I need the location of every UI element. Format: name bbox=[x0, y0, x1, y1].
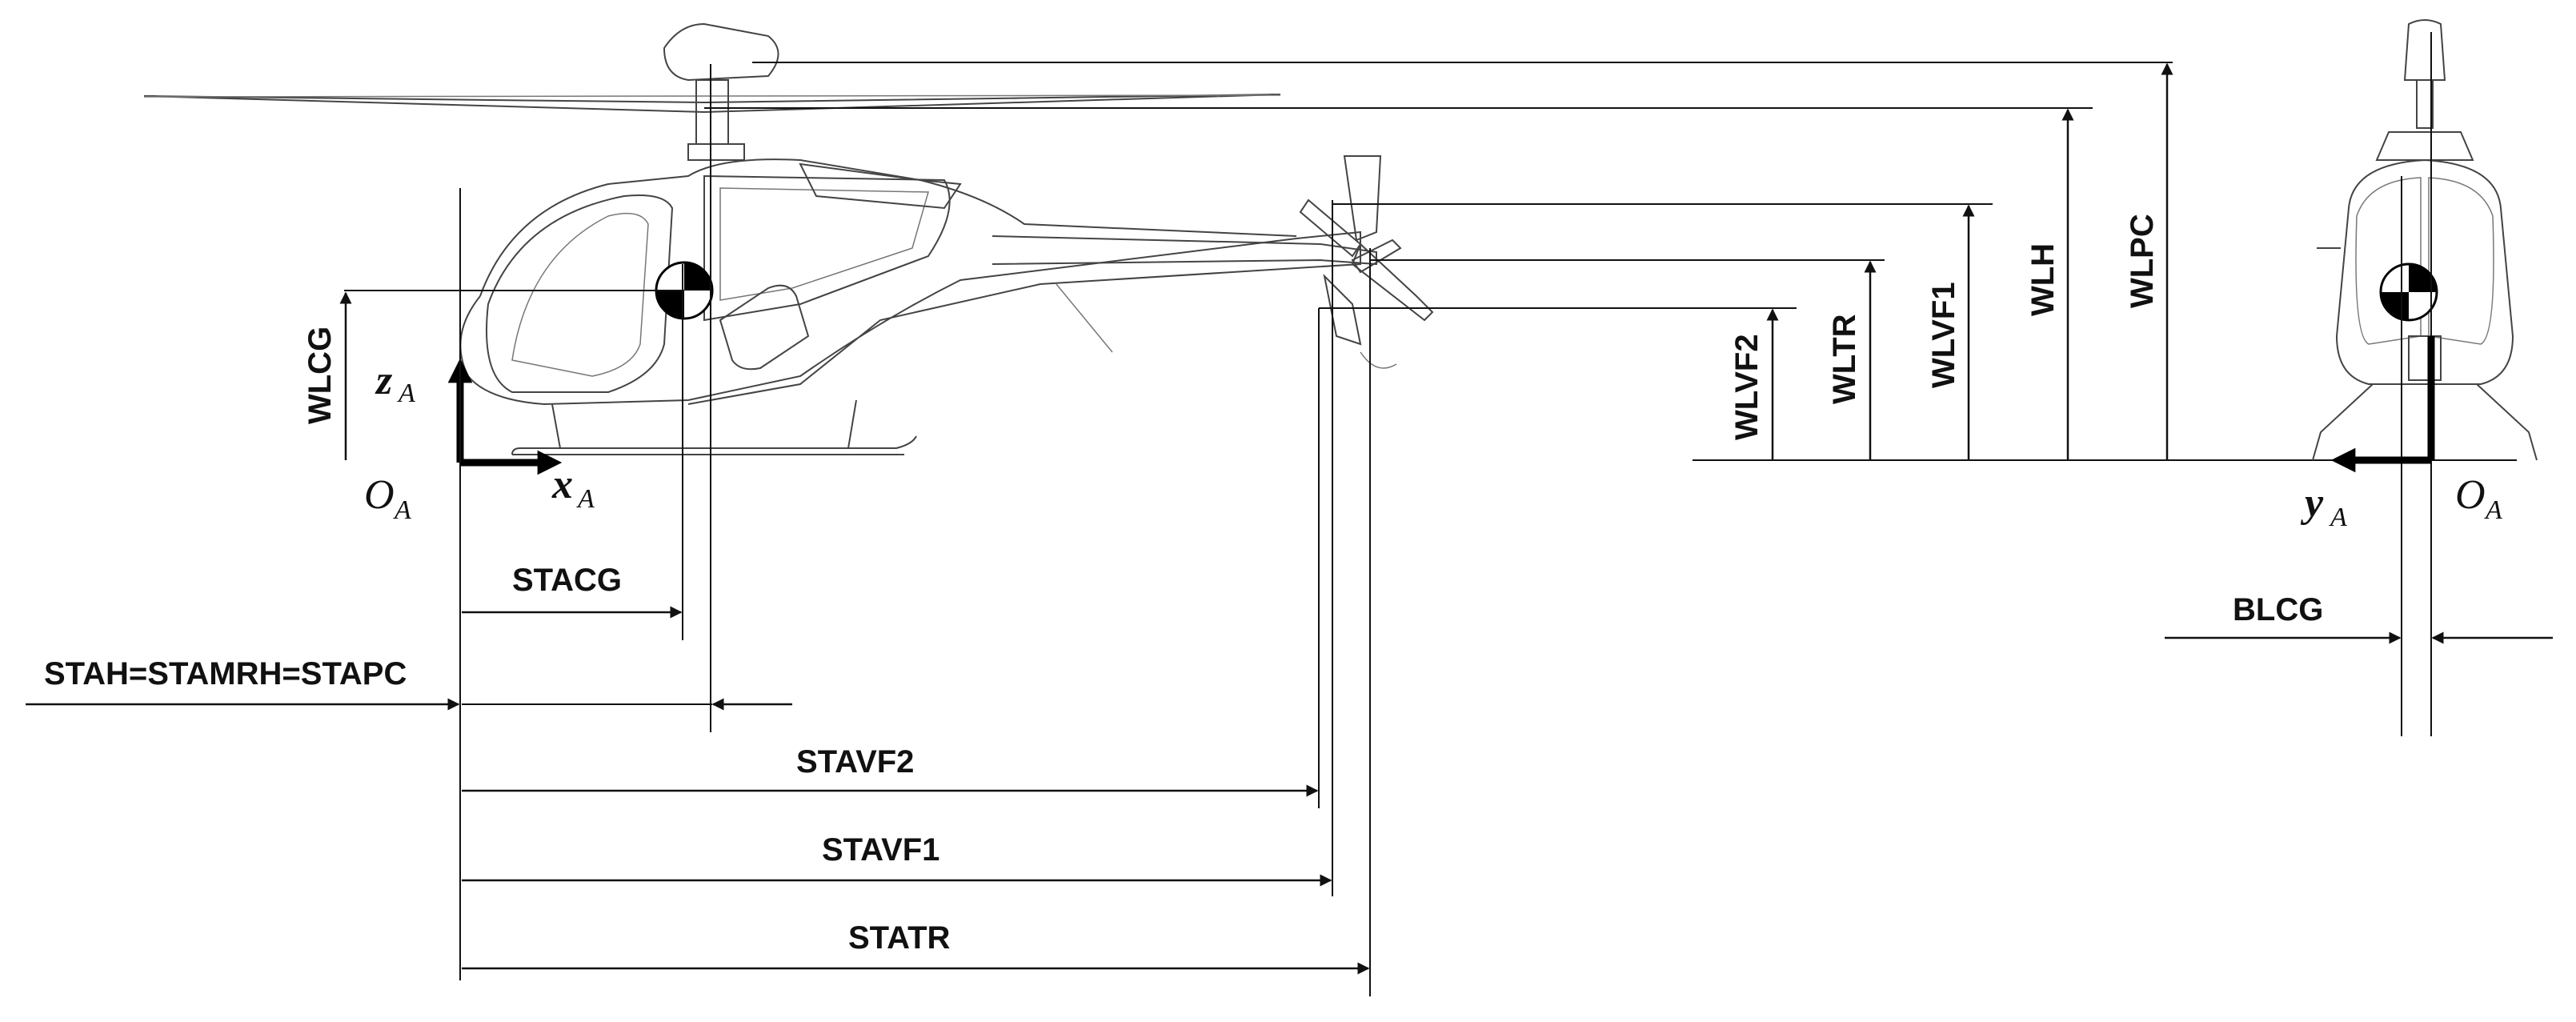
svg-text:A: A bbox=[397, 379, 415, 408]
svg-text:A: A bbox=[2484, 495, 2502, 525]
wlcg-label: WLCG bbox=[302, 327, 338, 424]
wlh-label: WLH bbox=[2025, 243, 2061, 316]
y-axis-label: y A bbox=[2300, 480, 2347, 532]
x-axis-label: x A bbox=[551, 462, 595, 514]
svg-text:A: A bbox=[576, 484, 595, 514]
helicopter-side-icon bbox=[143, 22, 1434, 455]
wlpc-label: WLPC bbox=[2125, 214, 2160, 308]
reference-lines bbox=[459, 64, 1371, 996]
svg-text:z: z bbox=[375, 358, 393, 403]
helicopter-front-icon bbox=[2312, 19, 2538, 461]
svg-text:A: A bbox=[2329, 503, 2347, 532]
svg-text:O: O bbox=[2455, 472, 2486, 518]
front-axes bbox=[2330, 336, 2435, 473]
wltr-label: WLTR bbox=[1827, 314, 1862, 404]
blcg-label: BLCG bbox=[2233, 592, 2323, 627]
z-axis-label: z A bbox=[375, 358, 415, 408]
statr-label: STATR bbox=[848, 920, 950, 956]
stacg-label: STACG bbox=[512, 563, 622, 598]
svg-text:x: x bbox=[551, 462, 573, 507]
svg-text:A: A bbox=[393, 495, 411, 525]
origin-label-side: O A bbox=[364, 472, 411, 525]
cg-marker-icon bbox=[2379, 263, 2438, 322]
wlvf1-label: WLVF1 bbox=[1926, 282, 1961, 388]
svg-text:y: y bbox=[2300, 480, 2324, 526]
station-dimensions bbox=[26, 606, 1370, 975]
stavf1-label: STAVF1 bbox=[822, 832, 939, 868]
origin-label-front: O A bbox=[2455, 472, 2502, 525]
stavf2-label: STAVF2 bbox=[796, 744, 914, 780]
stah-label: STAH=STAMRH=STAPC bbox=[44, 656, 407, 691]
svg-text:O: O bbox=[364, 472, 395, 518]
wlvf2-label: WLVF2 bbox=[1729, 334, 1765, 440]
